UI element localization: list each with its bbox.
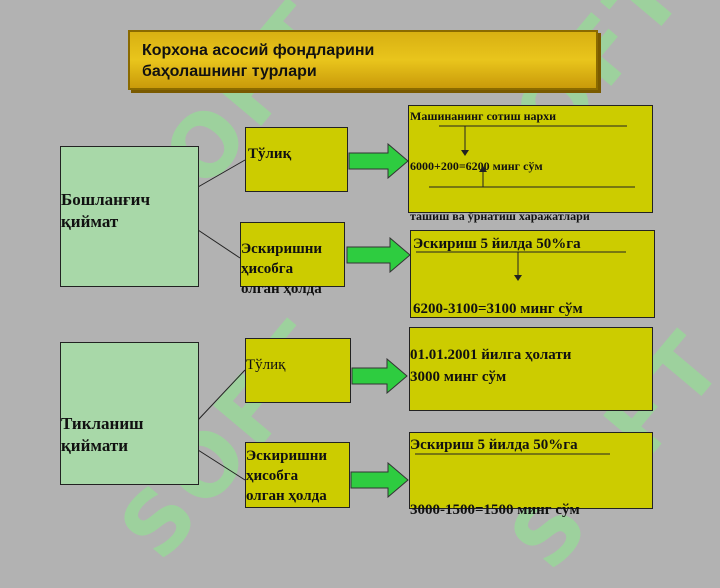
arrow-right-4 xyxy=(350,462,409,498)
initial-value-line1: Бошланғич xyxy=(61,190,151,209)
connector-initial-depr xyxy=(197,229,241,259)
box-initial-value: Бошланғич қиймат xyxy=(60,146,199,287)
connector-restoration-depr xyxy=(197,449,246,481)
price-top-label: Машинанинг сотиш нархи xyxy=(410,109,557,123)
arrow-right-1 xyxy=(348,143,409,179)
box-restoration-value: Тикланиш қиймати xyxy=(60,342,199,485)
arrow-right-3 xyxy=(351,358,408,394)
connector-initial-full xyxy=(197,159,246,188)
initial-value-line2: қиймат xyxy=(61,212,119,231)
depr-2-line2: ҳисобга xyxy=(246,468,299,484)
slide-title: Корхона асосий фондларини баҳолашнинг ту… xyxy=(128,30,598,90)
title-line-2: баҳолашнинг турлари xyxy=(142,63,317,80)
depr-1-line3: олган ҳолда xyxy=(241,281,322,297)
restoration-date-line2: 3000 минг сўм xyxy=(410,369,507,385)
title-line-1: Корхона асосий фондларини xyxy=(142,42,375,59)
full-1-label: Тўлиқ xyxy=(248,146,292,162)
connector-restoration-full xyxy=(197,369,246,421)
depr-2-line1: Эскиришни xyxy=(246,448,328,464)
depr-calc-2-formula: 3000-1500=1500 минг сўм xyxy=(410,502,580,518)
depr-calc-1-formula: 6200-3100=3100 минг сўм xyxy=(413,301,583,317)
box-full-1: Тўлиқ xyxy=(245,127,348,192)
arrow-right-2 xyxy=(346,237,411,273)
connector-lines xyxy=(197,159,246,481)
depr-1-line2: ҳисобга xyxy=(241,261,294,277)
box-restoration-date: 01.01.2001 йилга ҳолати 3000 минг сўм xyxy=(409,327,653,411)
price-formula: 6000+200=6200 минг сўм xyxy=(410,159,543,173)
depr-2-line3: олган ҳолда xyxy=(246,488,327,504)
depr-calc-2-pointer xyxy=(415,453,610,455)
box-depreciation-1: Эскиришни ҳисобга олган ҳолда xyxy=(240,222,345,297)
depr-1-line1: Эскиришни xyxy=(241,241,323,257)
restoration-date-line1: 01.01.2001 йилга ҳолати xyxy=(410,347,572,363)
box-price-calculation: Машинанинг сотиш нархи 6000+200=6200 мин… xyxy=(408,105,653,223)
box-depreciation-2: Эскиришни ҳисобга олган ҳолда xyxy=(245,442,350,508)
box-depreciation-calc-1: Эскириш 5 йилда 50%га 6200-3100=3100 мин… xyxy=(410,230,655,318)
depr-calc-1-pointer xyxy=(416,251,626,281)
depr-calc-1-top: Эскириш 5 йилда 50%га xyxy=(413,236,581,252)
restoration-value-line2: қиймати xyxy=(61,436,129,455)
box-depreciation-calc-2: Эскириш 5 йилда 50%га 3000-1500=1500 мин… xyxy=(409,432,653,518)
price-pointer-lines xyxy=(429,125,635,188)
restoration-value-line1: Тикланиш xyxy=(61,414,144,433)
depr-calc-2-top: Эскириш 5 йилда 50%га xyxy=(410,437,578,453)
price-bottom-label: ташиш ва ўрнатиш харажатлари xyxy=(410,209,590,223)
full-2-label: Тўлиқ xyxy=(246,357,286,373)
box-full-2: Тўлиқ xyxy=(245,338,351,403)
